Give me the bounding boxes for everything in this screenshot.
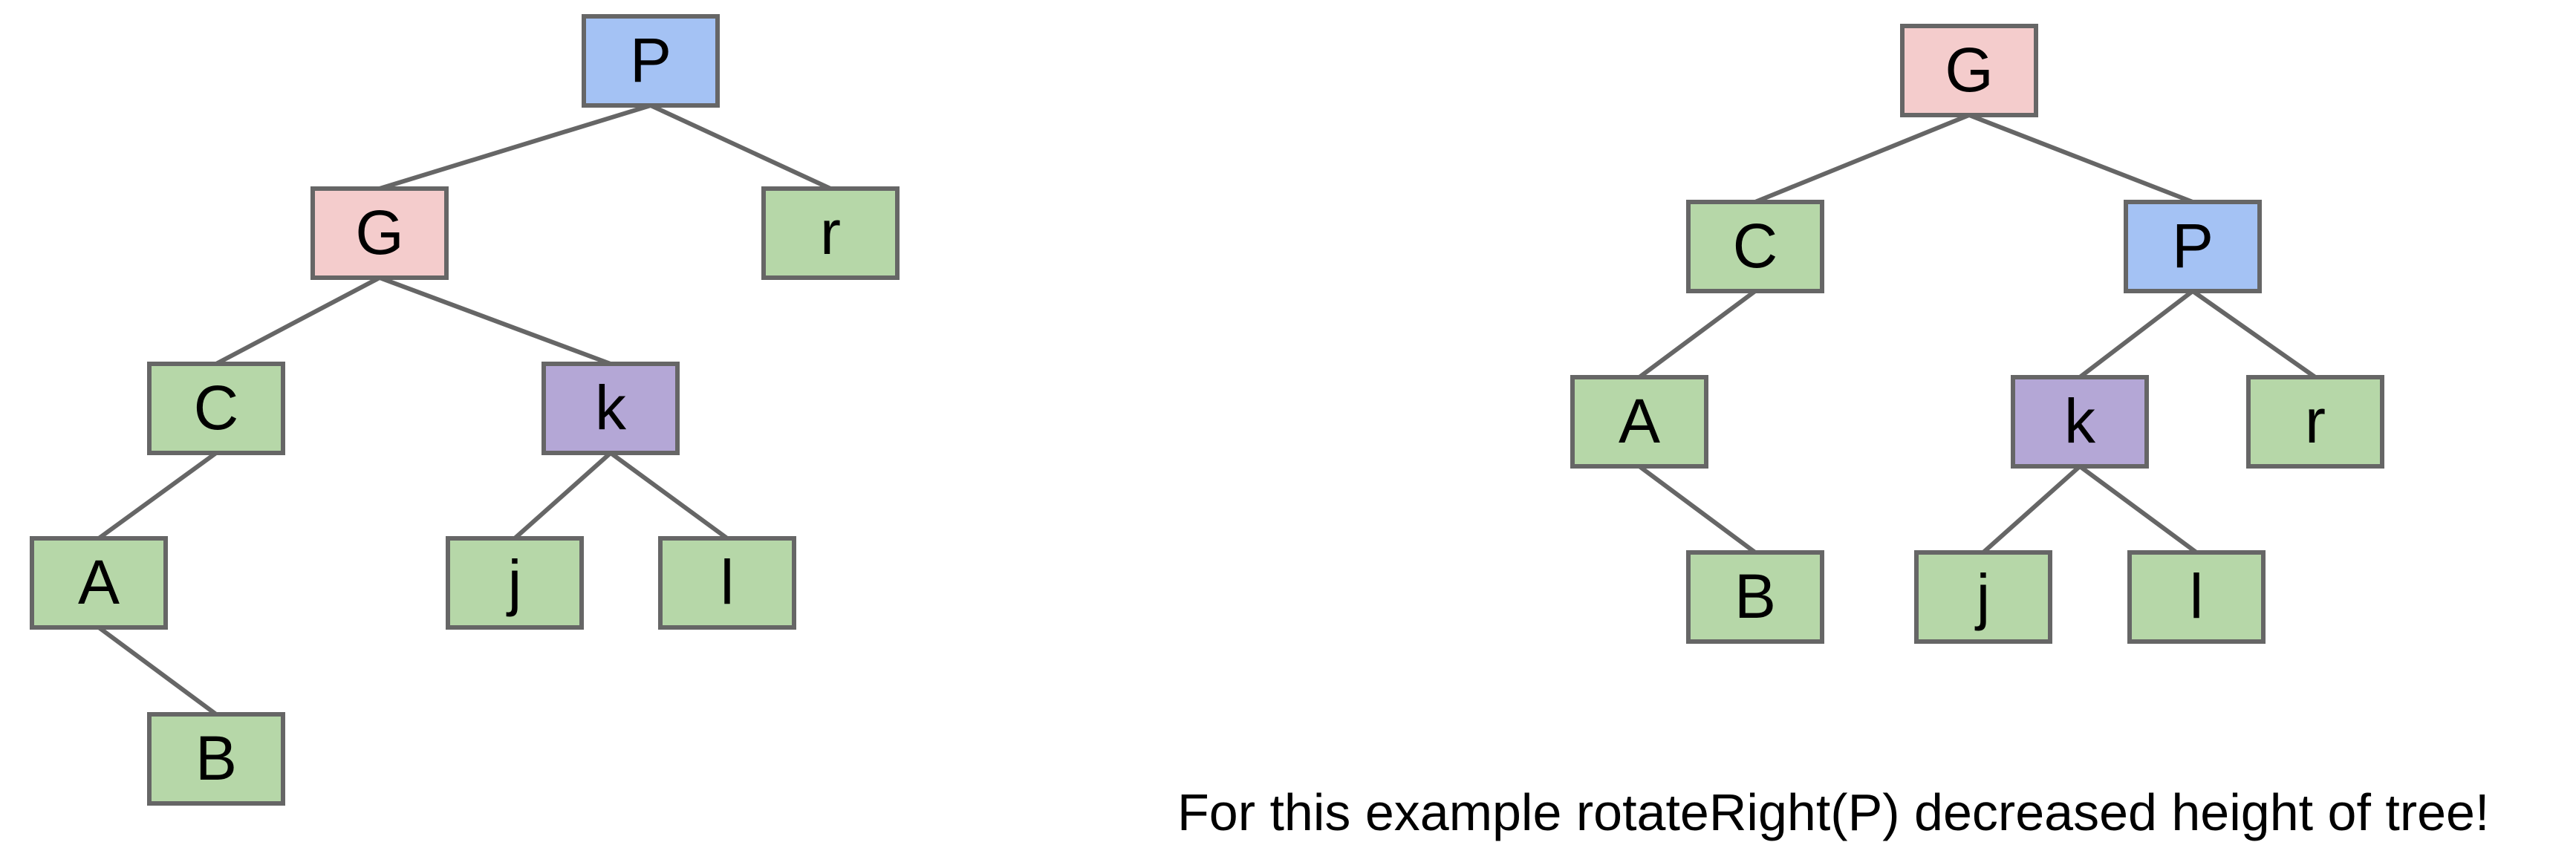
node-label: A xyxy=(1619,386,1660,456)
node-label: B xyxy=(1734,561,1776,631)
node-box xyxy=(1686,550,1824,644)
node-before-r: r xyxy=(761,186,900,280)
edge-after-C-A xyxy=(1638,289,1757,379)
node-box xyxy=(1570,375,1708,469)
node-before-C: C xyxy=(147,362,285,455)
node-after-P: P xyxy=(2124,200,2262,293)
node-box xyxy=(30,536,168,630)
node-after-A: A xyxy=(1570,375,1708,469)
node-box xyxy=(147,362,285,455)
node-before-l: l xyxy=(658,536,796,630)
node-label: G xyxy=(355,198,403,267)
node-after-C: C xyxy=(1686,200,1824,293)
edge-after-G-C xyxy=(1754,113,1971,204)
node-label: r xyxy=(2305,386,2326,456)
edge-before-P-G xyxy=(379,103,651,191)
edge-before-G-C xyxy=(215,275,381,366)
node-box xyxy=(1914,550,2052,644)
node-label: P xyxy=(2172,211,2214,281)
node-box xyxy=(446,536,584,630)
node-label: k xyxy=(595,373,627,443)
node-box xyxy=(1686,200,1824,293)
node-after-G: G xyxy=(1900,24,2038,117)
node-after-l: l xyxy=(2127,550,2266,644)
node-box xyxy=(147,712,285,806)
node-box xyxy=(2011,375,2149,469)
node-before-P: P xyxy=(582,14,720,108)
node-after-r: r xyxy=(2246,375,2384,469)
node-label: j xyxy=(1974,561,1991,631)
edge-before-G-k xyxy=(378,275,612,366)
node-label: C xyxy=(194,373,239,443)
node-before-A: A xyxy=(30,536,168,630)
node-box xyxy=(658,536,796,630)
caption-text: For this example rotateRight(P) decrease… xyxy=(1177,783,2490,841)
node-before-j: j xyxy=(446,536,584,630)
edge-after-G-P xyxy=(1968,113,2194,204)
edge-after-A-B xyxy=(1638,464,1757,555)
node-box xyxy=(761,186,900,280)
node-label: l xyxy=(721,547,735,617)
node-box xyxy=(582,14,720,108)
node-after-k: k xyxy=(2011,375,2149,469)
edge-before-k-j xyxy=(513,451,612,541)
node-box xyxy=(2124,200,2262,293)
edge-before-P-r xyxy=(649,103,832,191)
node-box xyxy=(310,186,449,280)
edge-after-P-k xyxy=(2078,289,2194,379)
node-label: C xyxy=(1733,211,1778,281)
node-before-B: B xyxy=(147,712,285,806)
node-box xyxy=(1900,24,2038,117)
node-label: k xyxy=(2064,386,2096,456)
node-label: j xyxy=(506,547,522,617)
node-label: r xyxy=(820,198,841,267)
edge-after-k-j xyxy=(1982,464,2081,555)
node-after-B: B xyxy=(1686,550,1824,644)
edge-after-P-r xyxy=(2191,289,2317,379)
node-box xyxy=(2127,550,2266,644)
node-before-k: k xyxy=(541,362,680,455)
node-label: l xyxy=(2190,561,2204,631)
node-label: B xyxy=(195,723,237,793)
edge-after-k-l xyxy=(2078,464,2198,555)
node-label: P xyxy=(630,25,671,95)
edge-before-C-A xyxy=(97,451,218,541)
node-box xyxy=(2246,375,2384,469)
node-box xyxy=(541,362,680,455)
edge-before-A-B xyxy=(97,625,218,717)
edge-before-k-l xyxy=(609,451,729,541)
node-before-G: G xyxy=(310,186,449,280)
node-label: G xyxy=(1945,35,1993,105)
node-after-j: j xyxy=(1914,550,2052,644)
node-label: A xyxy=(78,547,120,617)
